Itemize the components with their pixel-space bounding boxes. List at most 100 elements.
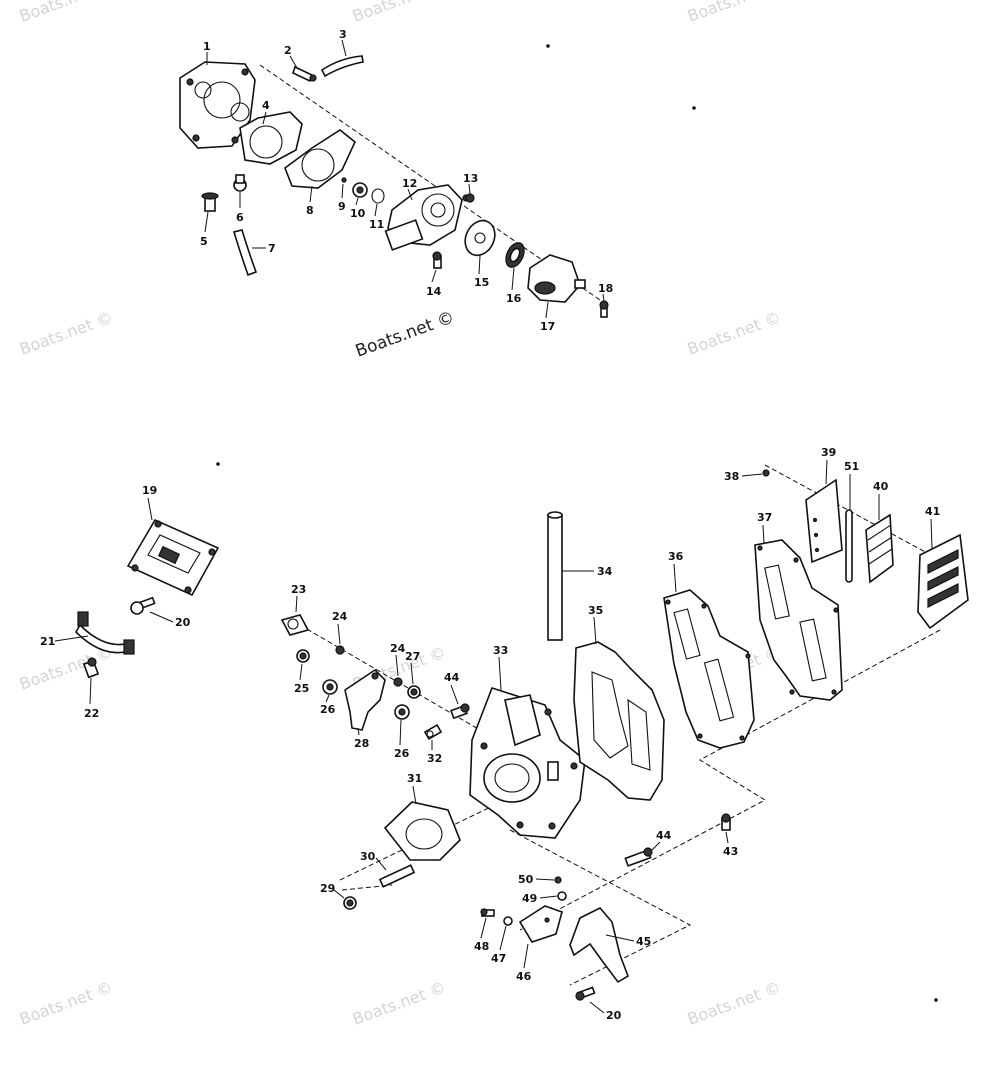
part-27-nut [407,685,421,699]
callout-27: 27 [405,650,420,663]
callout-37: 37 [757,511,772,524]
part-28-lever [344,668,386,731]
callout-39: 39 [821,446,836,459]
callout-48: 48 [474,940,489,953]
callout-32: 32 [427,752,442,765]
part-15-plate [464,219,496,257]
callout-38: 38 [724,470,739,483]
callout-13: 13 [463,172,478,185]
part-12-pump-housing [384,184,470,251]
callout-24a: 24 [332,610,348,623]
callout-24b: 24 [390,642,406,655]
part-40-reed-petals [865,513,894,584]
linkage-axis [299,624,481,731]
part-24-nut-a [335,645,345,655]
callout-51: 51 [844,460,859,473]
part-33-intake-manifold [469,687,586,839]
callout-7: 7 [268,242,276,255]
part-47-washer [503,916,513,926]
part-22-screw [82,657,100,679]
callout-22: 22 [84,707,99,720]
part-39-reed-plate [805,478,843,564]
part-31-gasket [383,801,461,861]
part-13-screw [465,193,475,203]
callout-1: 1 [203,40,211,53]
part-11-ring [371,188,385,204]
watermark-1: Boats.net © [17,0,115,26]
watermark-3: Boats.net © [685,0,783,26]
callout-44-upper: 44 [444,671,460,684]
callout-46: 46 [516,970,532,983]
callout-30: 30 [360,850,376,863]
callout-20-upper: 20 [175,616,191,629]
part-30-shaft [378,864,416,888]
part-6-fitting [233,174,247,192]
part-51-strip [845,509,853,583]
callout-43: 43 [723,845,738,858]
callout-47: 47 [491,952,506,965]
callout-3: 3 [339,28,347,41]
callout-26b: 26 [394,747,410,760]
callout-31: 31 [407,772,422,785]
watermark-4: Boats.net © [17,308,115,359]
callout-35: 35 [588,604,603,617]
part-16-seal [505,242,525,268]
callout-20-lower: 20 [606,1009,622,1022]
callout-45: 45 [636,935,651,948]
part-1-pump-body [179,61,256,149]
part-49-washer [557,891,567,901]
intake-reed-assembly: 19 20 21 22 23 24 24 25 26 26 27 28 29 3… [40,44,969,1022]
callout-49: 49 [522,892,537,905]
callout-18: 18 [598,282,613,295]
callout-28: 28 [354,737,369,750]
part-21-clamp [75,611,135,655]
part-48-screw [480,908,495,917]
part-36-gasket [663,589,755,749]
callout-34: 34 [597,565,613,578]
callout-40: 40 [873,480,889,493]
part-3-hose [320,55,364,78]
callout-26a: 26 [320,703,336,716]
part-20-screw-upper [130,596,156,615]
part-24-nut-b [393,677,403,687]
callout-14: 14 [426,285,442,298]
part-19-cover-plate [126,518,220,597]
part-2-fitting [292,65,317,83]
callout-23: 23 [291,583,306,596]
part-25-cap [296,649,310,663]
callout-4: 4 [262,99,270,112]
watermark-2: Boats.net © [350,0,448,26]
callout-12: 12 [402,177,417,190]
callout-15: 15 [474,276,489,289]
part-14-screw [432,251,442,269]
part-50-screw [554,876,562,884]
callout-10: 10 [350,207,366,220]
callout-29: 29 [320,882,335,895]
part-23-fitting [280,614,310,636]
part-44-screw-lower [624,847,653,867]
callout-6: 6 [236,211,244,224]
watermark-5: Boats.net © [685,308,783,359]
part-8-diaphragm [284,129,356,189]
part-38-screw [762,469,770,477]
part-5-screw [201,192,219,212]
part-43-screw [721,813,731,831]
watermark-9: Boats.net © [17,978,115,1029]
part-29-nut [341,884,393,910]
boats-net-credit: Boats.net © [353,307,457,361]
part-7-hose [232,229,258,277]
part-32-pin [423,723,443,741]
callout-44-lower: 44 [656,829,672,842]
watermark-11: Boats.net © [685,978,783,1029]
part-4-gasket [239,111,303,165]
callout-17: 17 [540,320,555,333]
callout-5: 5 [200,235,208,248]
callout-2: 2 [284,44,292,57]
part-20-screw-lower [575,986,596,1001]
callout-16: 16 [506,292,522,305]
callout-8: 8 [306,204,314,217]
callout-11: 11 [369,218,384,231]
watermark-6: Boats.net © [17,643,115,694]
